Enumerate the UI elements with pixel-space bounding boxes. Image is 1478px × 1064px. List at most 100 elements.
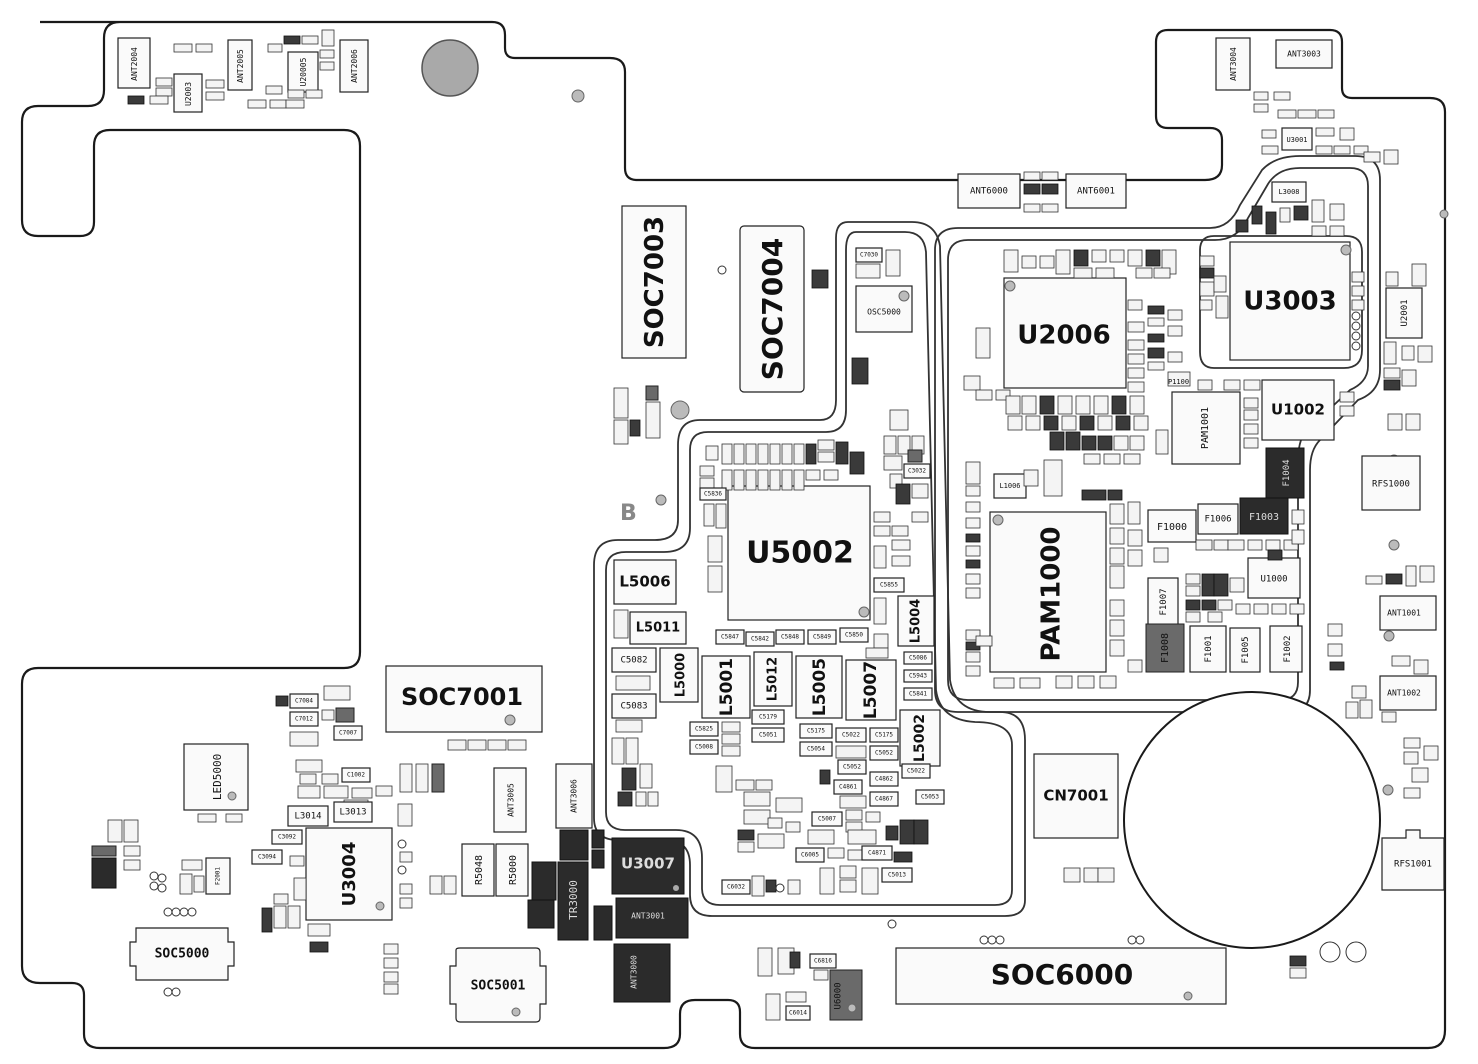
u6000-label: U6000 [834,982,844,1009]
l3008-area: L3008 [1235,181,1345,237]
soc6000: SOC6000 [895,935,1227,1005]
c5943-label: C5943 [909,673,927,680]
c7084-label: C7084 [295,698,313,705]
ant6000-group: ANT6000 ANT6001 [957,171,1127,213]
u3004: U3004 C3092 C3094 [251,827,413,995]
r5048-r5000: R5048 R5000 [429,843,529,897]
c5052b-label: C5052 [843,764,861,771]
led5000: LED5000 [183,743,249,823]
u5002-passives: C5836 C3032 C5855 [699,409,931,649]
f1000-label: F1000 [1157,522,1187,533]
soc7003-label: SOC7003 [640,216,670,348]
ant3001-label: ANT3001 [631,912,665,921]
ant1001: ANT1001 [1327,565,1437,671]
filters-group: F1004 F1003 F1000 F1006 U1000 F1007 F100… [1127,447,1305,673]
c4861-label: C4861 [839,784,857,791]
r5048-label: R5048 [474,855,485,885]
l5000: L5000 [659,647,699,703]
u2005-label: U20005 [299,57,308,86]
speaker-circle [1123,691,1381,949]
u3007: U3007 [611,837,685,895]
cn7001: CN7001 [1033,753,1119,883]
f1007-label: F1007 [1159,588,1169,615]
ant6001-label: ANT6001 [1077,187,1115,197]
u2006-label: U2006 [1017,321,1110,351]
pam1001: PAM1001 [1155,379,1261,465]
ant1001-label: ANT1001 [1387,609,1421,618]
ant1002-label: ANT1002 [1387,689,1421,698]
ant3005: ANT3005 [493,767,527,833]
c7023-group [613,385,661,445]
c4871-label: C4871 [868,850,886,857]
battery-contact-circle [421,39,479,97]
l5001-label: L5001 [717,658,737,716]
ant3005-label: ANT3005 [507,783,516,817]
top-left-cluster: ANT2004 U2003 ANT2005 U20005 ANT2006 [117,29,369,113]
left-edge-parts: F2001 [91,819,231,997]
ant1002: ANT1002 [1345,655,1439,799]
c5013-label: C5013 [888,872,906,879]
lower-center-passives: C5179 C5051 C5175 C5054 C5022 C5175 C505… [689,709,945,897]
soc7004-label: SOC7004 [756,238,789,380]
ant3003-label: ANT3003 [1287,50,1321,59]
soc7001: SOC7001 [385,665,543,751]
rfs1000: RFS1000 [1361,455,1421,511]
soc7003: SOC7003 [621,205,687,359]
u6000-area: C6816 U6000 C6014 [757,947,863,1021]
c5086-label: C5086 [909,655,927,662]
c5179-label: C5179 [759,714,777,721]
c5022-label: C5022 [842,732,860,739]
l5002-label: L5002 [912,714,928,762]
ant3001: ANT3001 [593,897,689,941]
u3003-label: U3003 [1243,287,1336,317]
shield-center-inner [605,231,1013,906]
u2006-passives [963,249,1191,465]
ant2004-label: ANT2004 [130,47,139,81]
c5850-label: C5850 [845,632,863,639]
l3014-label: L3014 [294,812,321,822]
c5847-label: C5847 [721,634,739,641]
c5083-label: C5083 [620,702,647,712]
soc5000: SOC5000 [129,927,235,981]
r5000-label: R5000 [508,855,519,885]
c7007-label: C7007 [339,730,357,737]
tr3000-group: TR3000 [527,829,605,941]
c5855-label: C5855 [880,582,898,589]
u1002: U1002 [1261,379,1355,441]
osc5000: OSC5000 C7030 [851,247,913,385]
f1006-label: F1006 [1204,515,1231,525]
f1005-label: F1005 [1241,636,1251,663]
l5005-label: L5005 [810,658,830,716]
c6816-label: C6816 [814,958,832,965]
shield-rf-inner [947,167,1369,701]
c5082-label: C5082 [620,656,647,666]
u2006: U2006 [1003,277,1127,389]
p1100-label: P1100 [1168,378,1189,386]
c5052-label: C5052 [875,750,893,757]
l5006-label: L5006 [619,573,670,591]
c5175-label: C5175 [807,728,825,735]
rfs1001-label: RFS1001 [1394,860,1432,870]
u5002: U5002 [727,485,871,621]
soc5001-label: SOC5001 [471,979,526,994]
c4867-label: C4867 [875,796,893,803]
ant3006: ANT3006 [555,763,593,829]
top-right-cluster: ANT3004 ANT3003 U3001 [1215,37,1399,165]
c3092-label: C3092 [278,834,296,841]
tr3000-label: TR3000 [567,880,580,920]
cn7001-label: CN7001 [1043,787,1108,805]
rfs1001: RFS1001 [1289,829,1445,979]
c7012-label: C7012 [295,716,313,723]
l3013-label: L3013 [339,808,366,818]
c5053-label: C5053 [921,794,939,801]
c5841-label: C5841 [909,691,927,698]
soc5001: SOC5001 [449,947,547,1023]
f2001-label: F2001 [215,867,222,885]
osc5000-label: OSC5000 [867,308,901,317]
c7084-group: C7084 C7012 C7007 C1002 L3013 L3014 [275,685,445,827]
ant2005-label: ANT2005 [236,49,245,83]
l5011-label: L5011 [636,621,680,636]
l5011: L5011 [613,609,687,645]
ant3006-label: ANT3006 [570,779,579,813]
c3094-label: C3094 [258,854,276,861]
